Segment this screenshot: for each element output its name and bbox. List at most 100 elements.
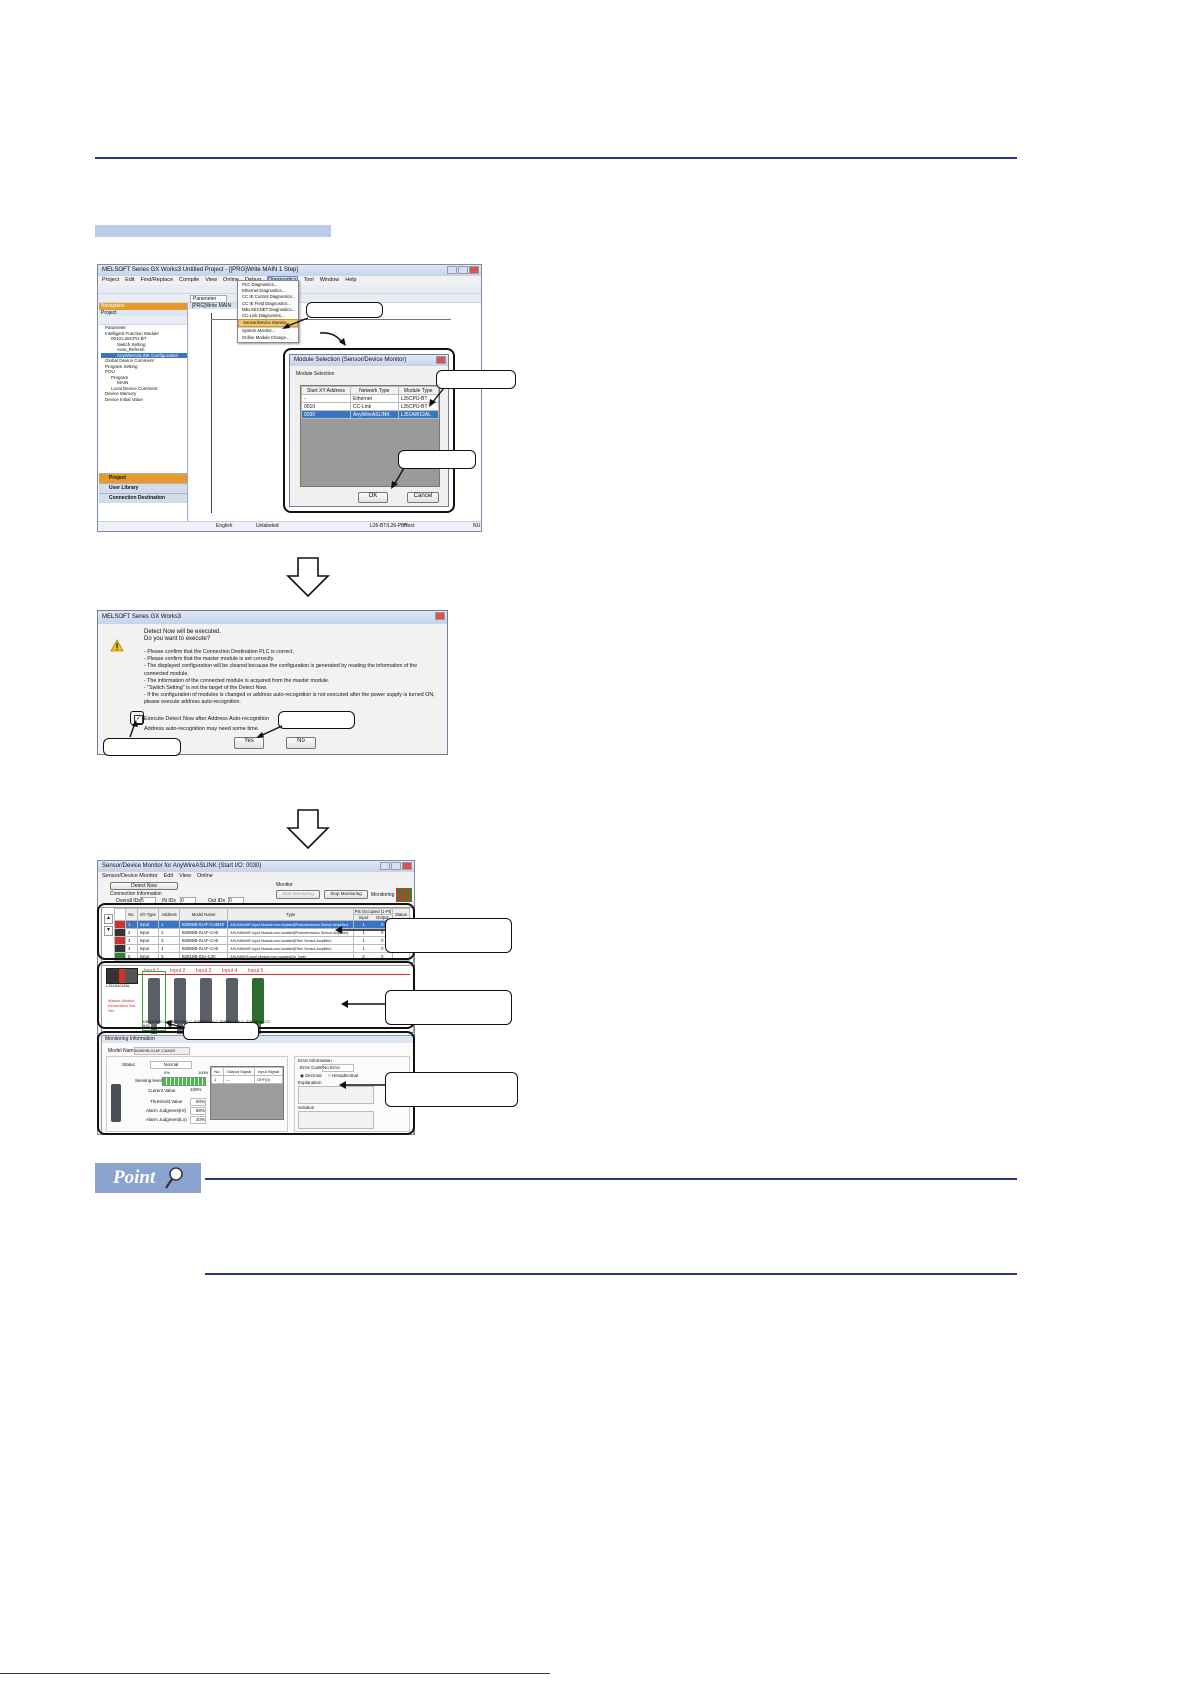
device-col-header: Type — [227, 908, 355, 921]
confirm-bullet: please execute address auto-recognition. — [144, 699, 241, 706]
arrow-sensor — [165, 1020, 186, 1029]
tree-item[interactable]: Auto_Refresh — [117, 347, 145, 352]
io-value: 0 — [381, 946, 384, 951]
config-frame — [97, 961, 415, 1029]
maximize-icon[interactable] — [391, 862, 401, 870]
gxworks-title: MELSOFT Series GX Works3 Untitled Projec… — [102, 267, 299, 273]
close-icon[interactable] — [402, 862, 412, 870]
tree-item[interactable]: Global Device Comment — [105, 358, 154, 363]
hexadecimal-radio[interactable]: ○ Hexadecimal — [328, 1073, 358, 1078]
nav-toolbar — [99, 316, 187, 325]
close-icon[interactable] — [469, 266, 479, 274]
module-cell: Ethernet — [350, 394, 399, 403]
tree-item[interactable]: Program — [111, 374, 129, 380]
pct-0: 0% — [164, 1070, 170, 1075]
minimize-icon[interactable] — [380, 862, 390, 870]
io-value: 1 — [362, 946, 365, 951]
cancel-button[interactable]: Cancel — [407, 492, 439, 503]
nav-tab[interactable]: User Library — [99, 483, 187, 493]
callout-config — [385, 990, 512, 1025]
arrow-module-type — [429, 387, 445, 407]
footer-rule — [0, 1673, 550, 1674]
detect-now-button[interactable]: Detect Now — [110, 882, 178, 890]
decimal-radio[interactable]: ◉ Decimal — [300, 1073, 322, 1078]
tree-item[interactable]: Local Device Comment — [111, 385, 158, 391]
ok-button[interactable]: OK — [358, 492, 388, 503]
editor-tab[interactable]: [PRG]Write MAIN — [189, 303, 242, 309]
scroll-down-button[interactable]: ▼ — [104, 926, 113, 936]
sensor-icon[interactable] — [174, 978, 186, 1034]
signal-row: 1---OFF(0) — [211, 1075, 283, 1084]
nav-tab[interactable]: Project — [99, 473, 187, 483]
module-selection-title: Module Selection (Sensor/Device Monitor) — [294, 357, 407, 363]
tree-item[interactable]: Program Setting — [105, 363, 138, 369]
menu-item-compile[interactable]: Compile — [179, 277, 200, 283]
monitor-menu-item[interactable]: Sensor/Device Monitor — [102, 873, 158, 879]
monitor-menu-item[interactable]: View — [179, 873, 191, 879]
confirm-bullet: - Please confirm that the master module … — [144, 656, 275, 663]
start-monitoring-button[interactable]: Start Monitoring — [276, 890, 320, 899]
tree-item[interactable]: Device Memory — [105, 391, 137, 396]
alarm-lo-value: 20% — [190, 1116, 206, 1124]
tree-item[interactable]: Switch Setting — [117, 341, 146, 347]
header-rule — [95, 157, 1017, 159]
menu-item-findreplace[interactable]: Find/Replace — [140, 277, 174, 283]
tree-item[interactable]: POU — [105, 369, 115, 374]
points-subheader: Output — [376, 915, 389, 920]
menu-item-help[interactable]: Help — [345, 277, 357, 283]
confirm-line1: Detect Now will be executed. — [144, 629, 222, 635]
tree-item[interactable]: Parameter — [105, 325, 127, 330]
close-icon[interactable] — [436, 356, 446, 364]
execute-checkbox[interactable]: ✓ — [134, 715, 143, 724]
status-language: English — [216, 523, 233, 529]
tree-item[interactable]: Device Initial Value — [105, 396, 143, 402]
parameter-box[interactable]: Parameter — [190, 295, 228, 303]
diag-menu-item[interactable]: Sensor/Device Monitor... — [238, 319, 298, 328]
diag-menu-item[interactable]: MELSECNET Diagnostics... — [242, 306, 296, 312]
section-bar — [95, 225, 331, 237]
menu-item-project[interactable]: Project — [102, 277, 120, 283]
input-label: Input 2 — [170, 968, 186, 974]
info-left-group — [106, 1056, 288, 1132]
nav-tab[interactable]: Connection Destination — [99, 493, 187, 503]
master-module-label: LJ51AW12AL — [106, 983, 131, 988]
diag-menu-item[interactable]: PLC Diagnostics... — [242, 282, 278, 287]
scroll-up-button[interactable]: ▲ — [104, 914, 113, 924]
diag-menu-item[interactable]: Ethernet Diagnostics... — [242, 288, 286, 294]
stop-monitoring-button[interactable]: Stop Monitoring — [324, 890, 368, 899]
maximize-icon[interactable] — [458, 266, 468, 274]
bus-line — [138, 974, 410, 975]
sensing-level-bar — [162, 1077, 206, 1086]
statusbar: English Unlabeled L26-BT/L26-PBT Host NU — [98, 521, 481, 531]
diag-menu-item[interactable]: CC IE Field Diagnostics... — [242, 300, 291, 306]
menu-item-window[interactable]: Window — [319, 277, 340, 283]
yes-button[interactable]: Yes — [234, 737, 264, 749]
tree-item[interactable]: Intelligent Function Module — [105, 330, 159, 336]
minimize-icon[interactable] — [447, 266, 457, 274]
tree-item[interactable]: AnyWireASLINK Configuration — [101, 352, 187, 358]
menu-item-online[interactable]: Online — [223, 277, 239, 283]
sensor-icon[interactable] — [148, 978, 160, 1034]
diag-menu-item[interactable]: Online Module Change... — [242, 334, 290, 340]
menu-item-edit[interactable]: Edit — [125, 277, 135, 283]
threshold-label: Threshold Value — [150, 1099, 183, 1104]
monitor-menu-item[interactable]: Online — [196, 873, 213, 879]
diag-menu-item[interactable]: CC IE Control Diagnostics... — [242, 294, 296, 300]
diag-menu-item[interactable]: System Monitor... — [238, 327, 298, 334]
tree-item[interactable]: MAIN — [117, 380, 129, 385]
module-cell: AnyWireASLINK — [350, 410, 399, 419]
diag-menu-item[interactable]: CC-Link Diagnostics... — [242, 313, 285, 319]
menu-item-tool[interactable]: Tool — [303, 277, 314, 283]
close-icon[interactable] — [435, 612, 445, 620]
menu-item-view[interactable]: View — [205, 277, 218, 283]
no-button[interactable]: No — [286, 737, 316, 749]
tree-item[interactable]: 0010:L26CPU-BT — [111, 336, 147, 341]
monitor-menu-item[interactable]: Edit — [163, 873, 174, 879]
